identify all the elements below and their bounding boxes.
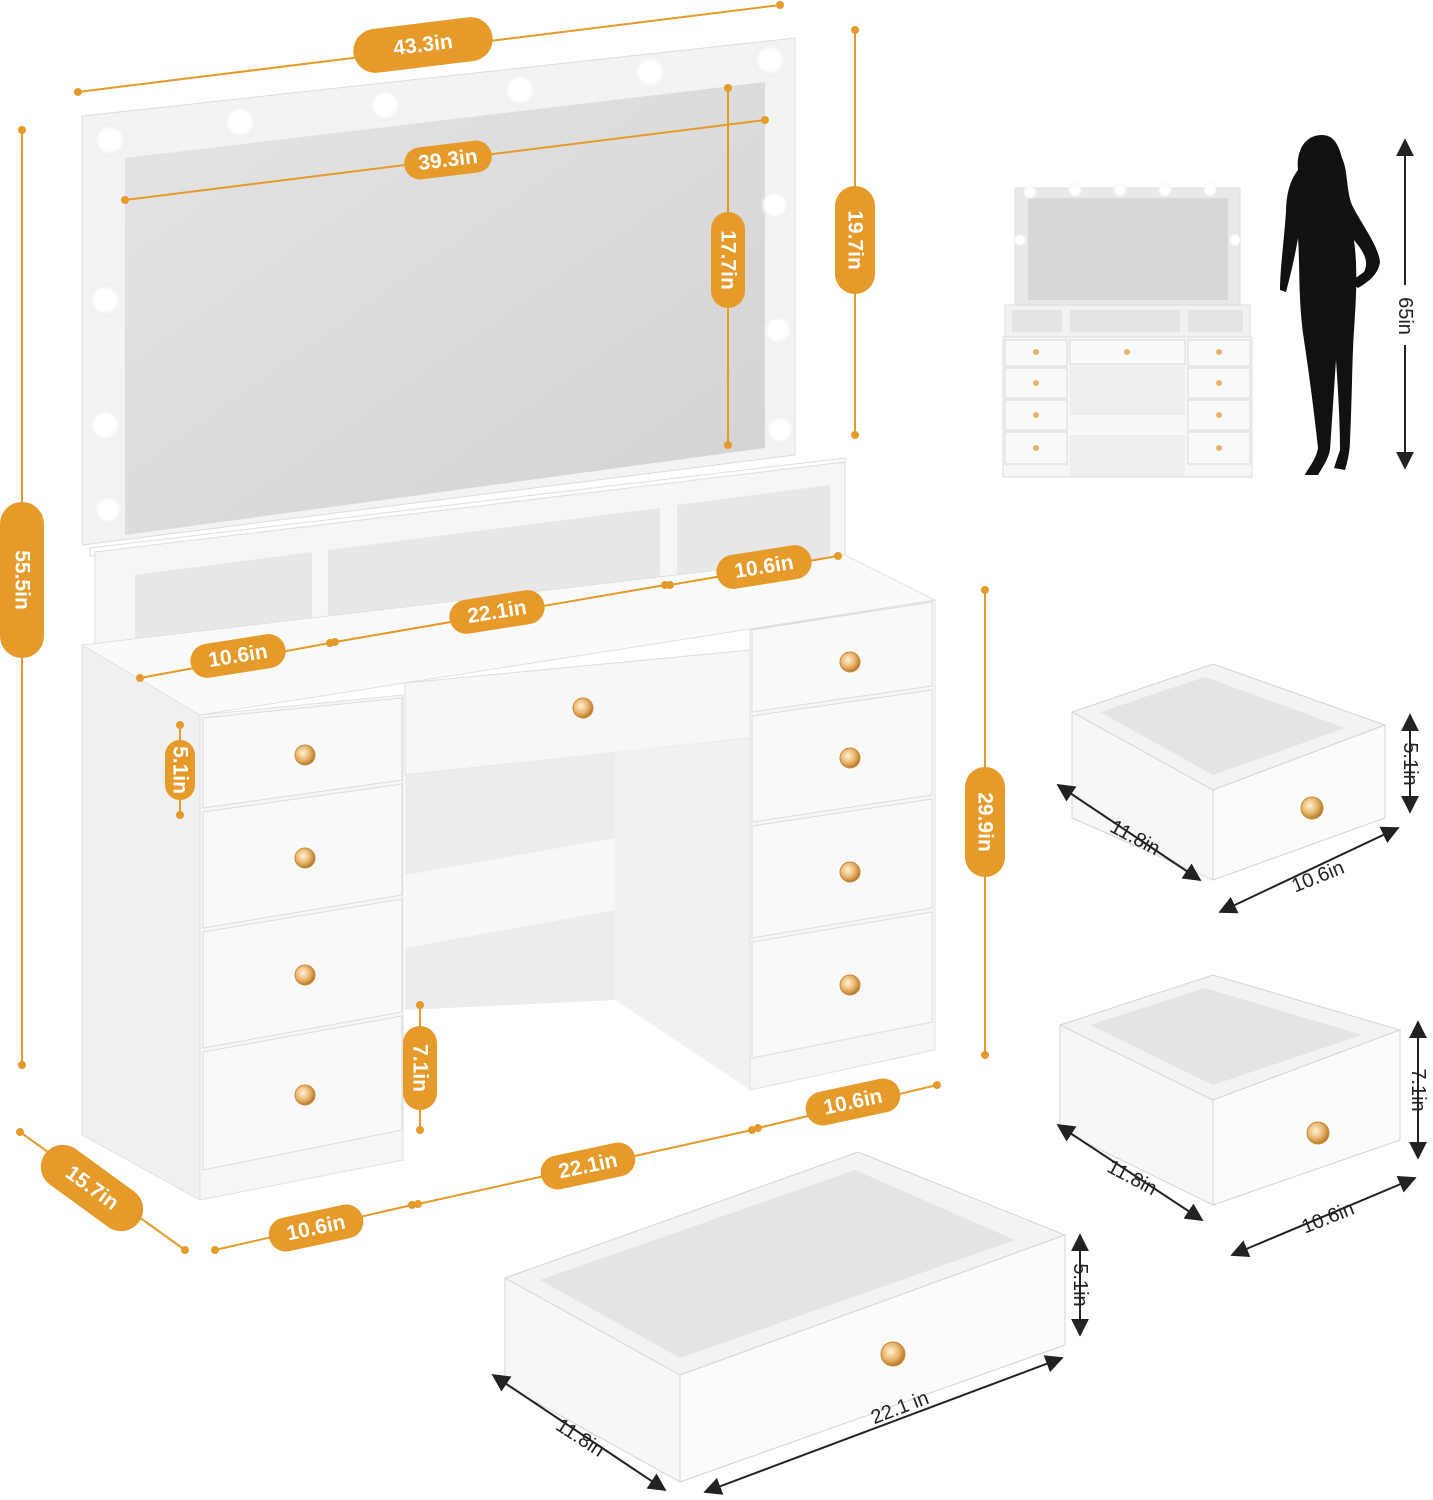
person-height-text: 65in bbox=[1394, 297, 1416, 335]
label-drawer-large-height: 7.1in bbox=[403, 1026, 437, 1110]
label-shelf-center: 22.1in bbox=[449, 590, 545, 634]
label-base-center: 22.1in bbox=[540, 1142, 636, 1190]
drawer-large-height-detail-text: 7.1in bbox=[1407, 1068, 1429, 1111]
left-drawers bbox=[202, 697, 403, 1171]
mirror-bulbs bbox=[87, 42, 796, 526]
right-pedestal-side bbox=[615, 738, 750, 1090]
person-height-arrow: 65in bbox=[1394, 138, 1416, 470]
desk-height-text: 29.9in bbox=[974, 792, 997, 852]
drawer-wide-height-text: 5.1in bbox=[1069, 1263, 1091, 1306]
label-base-right: 10.6in bbox=[805, 1078, 901, 1126]
total-height-text: 55.5in bbox=[11, 550, 34, 610]
mirror-glass bbox=[125, 82, 765, 535]
frame-height-text: 19.7in bbox=[844, 210, 867, 270]
main-vanity bbox=[80, 37, 937, 1201]
label-drawer-small-height: 5.1in bbox=[165, 740, 195, 800]
drawer-small-height-text: 5.1in bbox=[169, 746, 192, 794]
drawer-large-height-text: 7.1in bbox=[409, 1044, 432, 1092]
label-total-width: 43.3in bbox=[353, 17, 493, 73]
drawer-wide-detail: 11.8in 22.1 in 5.1in bbox=[491, 1151, 1091, 1495]
label-frame-height: 19.7in bbox=[835, 186, 875, 294]
hutch-cubby-center bbox=[328, 508, 660, 625]
drawer-knobs bbox=[294, 651, 861, 1106]
label-shelf-left: 10.6in bbox=[190, 634, 286, 678]
mirror-height-text: 17.7in bbox=[717, 230, 740, 290]
label-desk-height: 29.9in bbox=[965, 767, 1005, 877]
drawer-large-detail: 11.8in 10.6in 7.1in bbox=[1056, 974, 1429, 1258]
drawer-large-width-text: 10.6in bbox=[1299, 1198, 1358, 1239]
drawer-small-width-text: 10.6in bbox=[1289, 857, 1348, 898]
person-silhouette bbox=[1280, 135, 1380, 475]
label-total-height: 55.5in bbox=[0, 502, 44, 658]
label-base-left: 10.6in bbox=[268, 1204, 364, 1252]
label-mirror-height: 17.7in bbox=[711, 212, 745, 308]
drawer-small-detail: 11.8in 10.6in 5.1in bbox=[1056, 663, 1421, 914]
label-mirror-width: 39.3in bbox=[404, 140, 492, 180]
drawer-small-height-detail-text: 5.1in bbox=[1399, 742, 1421, 785]
modesty-panel bbox=[405, 838, 615, 948]
label-shelf-right: 10.6in bbox=[716, 545, 812, 589]
mini-vanity bbox=[1002, 182, 1253, 478]
